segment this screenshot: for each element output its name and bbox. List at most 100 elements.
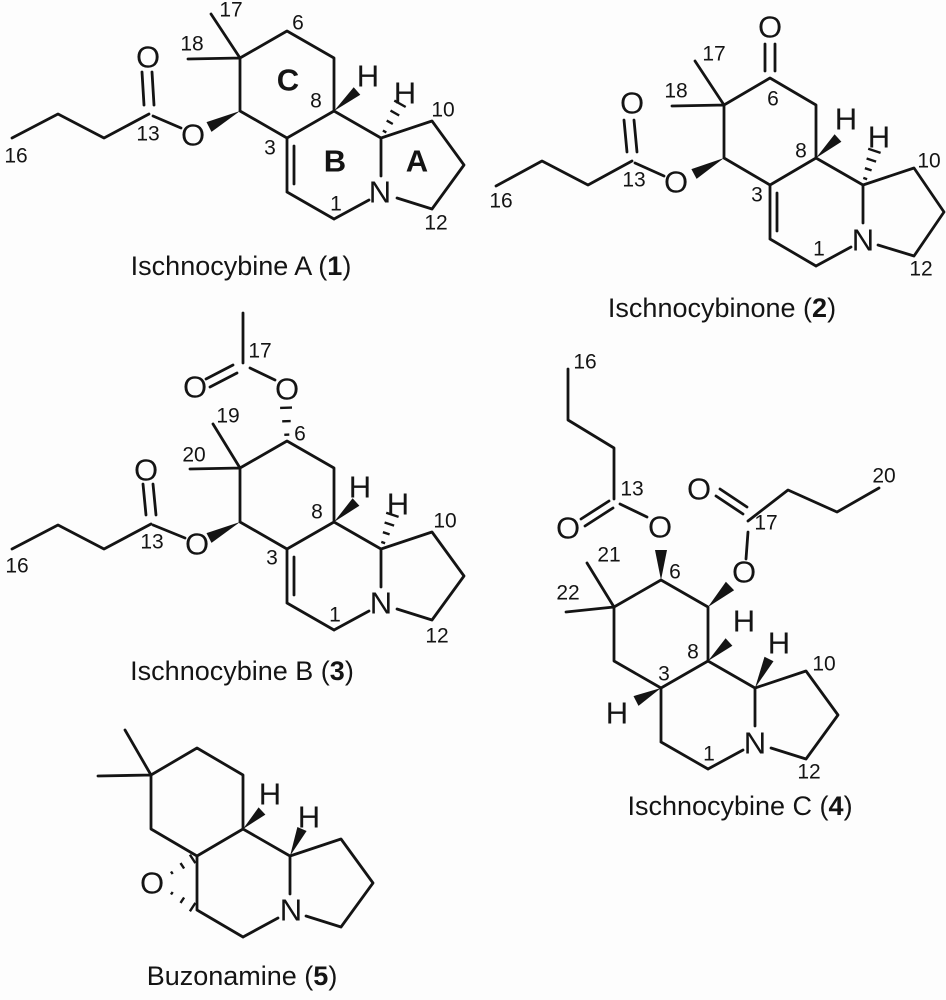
- atom-number-17: 17: [702, 43, 725, 66]
- hydrogen-label-c8: H: [733, 604, 755, 639]
- structure-ischnocybine-a: 17 6 18 O C H H 8 10 13 O 3 16 B A N 1 1…: [4, 0, 466, 281]
- atom-number-22: 22: [556, 582, 579, 605]
- atom-number-19: 19: [216, 405, 239, 428]
- ring-label-c: C: [277, 63, 299, 98]
- atom-number-21: 21: [597, 544, 620, 567]
- bond-skeleton: [10, 311, 466, 632]
- atom-number-18: 18: [664, 80, 687, 103]
- atom-number-12: 12: [425, 625, 448, 648]
- bond-skeleton: [96, 728, 375, 939]
- oxygen-label-ester-1: O: [648, 510, 672, 545]
- atom-number-6: 6: [767, 88, 779, 111]
- structure-buzonamine: H H O N Buzonamine (5): [96, 728, 375, 991]
- oxygen-label-acetate-ester: O: [275, 372, 299, 407]
- hashed-bond-epoxide-top: [170, 854, 197, 875]
- atom-number-10: 10: [812, 653, 835, 676]
- atom-number-13: 13: [622, 169, 645, 192]
- oxygen-label-carbonyl: O: [620, 86, 644, 121]
- atom-number-17: 17: [219, 0, 242, 22]
- atom-number-6: 6: [292, 12, 304, 35]
- atom-number-6: 6: [294, 423, 306, 446]
- oxygen-label-ester: O: [185, 527, 209, 562]
- atom-number-16: 16: [489, 190, 512, 213]
- wedge-bond-ester-o: [691, 158, 724, 179]
- atom-number-12: 12: [797, 761, 820, 784]
- wedge-bond-h8: [334, 498, 360, 522]
- wedge-bond-h8: [816, 134, 842, 158]
- hydrogen-label-c8: H: [349, 470, 371, 505]
- atom-number-18: 18: [180, 33, 203, 56]
- structure-ischnocybine-b: 17 O O 19 6 20 O H H 8 10 13 O 3 16 N 1 …: [5, 311, 466, 686]
- atom-number-13: 13: [620, 478, 643, 501]
- atom-number-8: 8: [795, 140, 807, 163]
- atom-number-16: 16: [5, 555, 28, 578]
- structure-ischnocybinone: O 17 18 6 O H H 8 10 13 O 3 16 N 1 12 Is…: [489, 10, 946, 323]
- hashed-bond-epoxide-bottom: [170, 891, 197, 912]
- atom-number-1: 1: [330, 193, 342, 216]
- structure-ischnocybine-c: 16 13 20 O 17 O O O 21 22 6 H H 8 3 H 10…: [556, 351, 896, 822]
- nitrogen-label: N: [280, 893, 302, 928]
- hydrogen-label-c8: H: [357, 59, 379, 94]
- atom-number-10: 10: [917, 150, 940, 173]
- atom-number-10: 10: [431, 99, 454, 122]
- atom-number-17: 17: [754, 512, 777, 535]
- nitrogen-label: N: [852, 223, 874, 258]
- nitrogen-label: N: [744, 726, 766, 761]
- atom-number-3: 3: [264, 137, 276, 160]
- atom-number-10: 10: [433, 510, 456, 533]
- wedge-bond-h3: [633, 688, 661, 706]
- oxygen-label-ester: O: [664, 165, 688, 200]
- atom-number-20: 20: [182, 444, 205, 467]
- atom-number-8: 8: [310, 90, 322, 113]
- hydrogen-label-c9: H: [768, 626, 790, 661]
- atom-number-8: 8: [687, 641, 699, 664]
- wedge-bond-o7: [708, 581, 735, 607]
- atom-number-1: 1: [329, 604, 341, 627]
- oxygen-label-carbonyl-2: O: [687, 472, 711, 507]
- hydrogen-label-c9: H: [387, 487, 409, 522]
- atom-number-16: 16: [573, 351, 596, 374]
- atom-number-1: 1: [703, 743, 715, 766]
- oxygen-label-epoxide: O: [140, 866, 164, 901]
- atom-number-13: 13: [140, 531, 163, 554]
- hashed-bond-h9: [382, 99, 407, 134]
- ring-label-a: A: [406, 144, 428, 179]
- oxygen-label-ketone: O: [758, 10, 782, 45]
- oxygen-label-acetate-carbonyl: O: [183, 370, 207, 405]
- oxygen-label-ester: O: [181, 118, 205, 153]
- compound-caption: Ischnocybine B (3): [130, 656, 354, 686]
- hydrogen-label-c9: H: [298, 800, 320, 835]
- wedge-bond-h8: [243, 807, 266, 829]
- wedge-bond-h9: [290, 827, 307, 856]
- compound-caption: Buzonamine (5): [147, 961, 338, 991]
- hydrogen-label-c3: H: [606, 696, 628, 731]
- nitrogen-label: N: [369, 175, 391, 210]
- atom-number-6: 6: [669, 561, 681, 584]
- hashed-bond-h9: [862, 147, 881, 181]
- ring-label-b: B: [324, 144, 346, 179]
- nitrogen-label: N: [370, 586, 392, 621]
- atom-number-8: 8: [311, 501, 323, 524]
- oxygen-label-carbonyl-1: O: [556, 511, 580, 546]
- atom-number-12: 12: [424, 212, 447, 235]
- wedge-bond-o6: [655, 550, 667, 580]
- hydrogen-label-c8: H: [259, 777, 281, 812]
- atom-number-3: 3: [266, 547, 278, 570]
- wedge-bond-h9: [755, 656, 774, 688]
- oxygen-label-carbonyl: O: [134, 453, 158, 488]
- wedge-bond-ester-o: [206, 522, 240, 543]
- wedge-bond-ester-o: [206, 111, 240, 132]
- atom-number-3: 3: [658, 663, 670, 686]
- atom-number-17: 17: [248, 340, 271, 363]
- hydrogen-label-c9: H: [868, 120, 890, 155]
- oxygen-label-ester-2: O: [732, 555, 756, 590]
- hydrogen-label-c9: H: [394, 76, 416, 111]
- wedge-bond-h8: [334, 87, 361, 111]
- atom-number-3: 3: [751, 184, 763, 207]
- atom-number-1: 1: [813, 238, 825, 261]
- atom-number-20: 20: [872, 465, 895, 488]
- hydrogen-label-c8: H: [835, 102, 857, 137]
- atom-number-12: 12: [909, 258, 932, 281]
- hashed-bond-acetoxy: [280, 406, 293, 436]
